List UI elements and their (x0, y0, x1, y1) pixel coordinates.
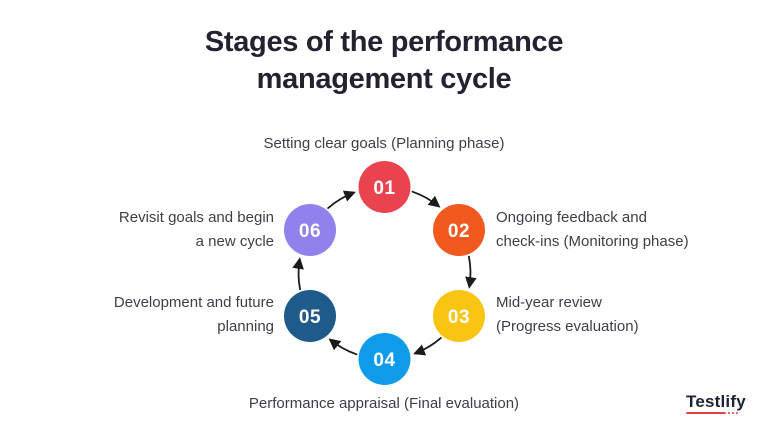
logo-underline-bar (686, 412, 726, 414)
logo-underline-dot (728, 412, 730, 414)
page-title-line1: Stages of the performance (204, 26, 564, 58)
arrow-04-to-05 (328, 338, 358, 356)
page-title-line2: management cycle (256, 63, 512, 95)
logo-underline-dot (732, 412, 734, 414)
stage-label-04: Performance appraisal (Final evaluation) (0, 392, 768, 416)
stage-label-01: Setting clear goals (Planning phase) (0, 132, 768, 156)
stage-label-02-line2: check-ins (Monitoring phase) (496, 233, 689, 250)
stage-label-02-line1: Ongoing feedback and (496, 209, 647, 226)
testlify-logo-underline (686, 412, 748, 414)
stage-number-04: 04 (373, 350, 395, 371)
stage-circle-05: 05 (284, 290, 336, 342)
arrow-06-to-01 (327, 190, 356, 209)
logo-underline-dot (736, 412, 738, 414)
stage-circle-03: 03 (433, 290, 485, 342)
stage-label-04-text: Performance appraisal (Final evaluation) (248, 395, 520, 412)
stage-circle-02-shape (433, 204, 485, 256)
stage-label-06-line1: Revisit goals and begin (118, 209, 274, 226)
stage-number-03: 03 (448, 307, 470, 328)
stage-label-05: Development and future planning (34, 291, 274, 339)
stage-label-06: Revisit goals and begin a new cycle (34, 206, 274, 254)
stage-label-05-line2: planning (217, 318, 274, 335)
stage-label-05-line1: Development and future (113, 294, 274, 311)
cycle-arrows (292, 190, 477, 356)
stage-label-02: Ongoing feedback and check-ins (Monitori… (496, 206, 689, 254)
stage-label-03: Mid-year review (Progress evaluation) (496, 291, 639, 339)
stage-circle-01: 01 (358, 161, 411, 213)
stage-circle-03-shape (433, 290, 485, 342)
page-title: Stages of the performance management cyc… (0, 24, 768, 98)
stage-circle-06: 06 (284, 204, 336, 256)
stage-number-02: 02 (448, 221, 470, 242)
stage-circle-01-shape (358, 161, 411, 213)
arrow-01-to-02 (411, 190, 441, 208)
testlify-logo-text: Testlify (686, 392, 746, 411)
stage-label-01-text: Setting clear goals (Planning phase) (263, 135, 505, 152)
stage-circle-02: 02 (433, 204, 485, 256)
stage-circle-04: 04 (358, 333, 411, 385)
stage-label-06-line2: a new cycle (195, 233, 274, 250)
stage-circle-06-shape (284, 204, 336, 256)
stage-number-06: 06 (299, 221, 321, 242)
stage-number-01: 01 (373, 178, 395, 199)
stage-label-03-line1: Mid-year review (496, 294, 602, 311)
testlify-logo: Testlify (686, 393, 748, 414)
stage-circle-05-shape (284, 290, 336, 342)
arrow-05-to-06 (292, 257, 304, 291)
stage-number-05: 05 (299, 307, 321, 328)
stage-label-03-line2: (Progress evaluation) (496, 318, 639, 335)
arrow-02-to-03 (465, 255, 477, 289)
stage-circle-04-shape (358, 333, 411, 385)
cycle-diagram: 01 02 03 04 05 06 (284, 161, 485, 385)
arrow-03-to-04 (413, 337, 442, 356)
